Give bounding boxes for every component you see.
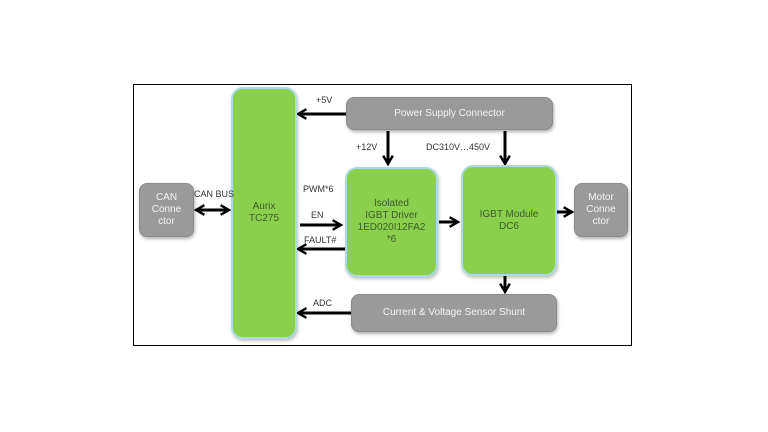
can-line-3: ctor xyxy=(158,216,175,227)
can-line-1: CAN xyxy=(155,192,178,203)
motor-line-2: Conne xyxy=(586,204,616,215)
driver-line-2: IGBT Driver xyxy=(365,210,418,221)
label-fault: FAULT# xyxy=(304,235,337,245)
label-12v: +12V xyxy=(356,142,378,152)
igbt-module-block: IGBT Module DC6 xyxy=(461,165,557,276)
motor-line-1: Motor xyxy=(588,192,614,203)
mcu-line-2: TC275 xyxy=(248,213,279,224)
can-line-2: Conne xyxy=(151,204,182,215)
driver-line-4: *6 xyxy=(386,234,397,245)
current-voltage-sensor-block: Current & Voltage Sensor Shunt xyxy=(351,294,557,332)
driver-line-3: 1ED020I12FA2 xyxy=(357,222,426,233)
driver-line-1: Isolated xyxy=(373,198,409,209)
label-can-bus: CAN BUS xyxy=(194,189,235,199)
label-pwm: PWM*6 xyxy=(303,184,334,194)
motor-line-3: ctor xyxy=(592,216,610,227)
label-dc-voltage: DC310V…450V xyxy=(426,142,491,152)
igbt-driver-block: Isolated IGBT Driver 1ED020I12FA2 *6 xyxy=(345,167,438,277)
mcu-line-1: Aurix xyxy=(252,201,276,212)
can-connector-block: CAN Conne ctor xyxy=(139,183,194,237)
power-supply-connector-block: Power Supply Connector xyxy=(346,97,553,130)
label-5v: +5V xyxy=(316,95,333,105)
label-adc: ADC xyxy=(313,298,333,308)
label-en: EN xyxy=(311,210,324,220)
igbt-line-2: DC6 xyxy=(498,220,519,232)
psu-label: Power Supply Connector xyxy=(394,107,505,119)
mcu-aurix-block: Aurix TC275 xyxy=(231,87,297,339)
motor-connector-block: Motor Conne ctor xyxy=(574,183,628,237)
igbt-line-1: IGBT Module xyxy=(479,208,539,220)
sensor-label: Current & Voltage Sensor Shunt xyxy=(382,307,526,318)
